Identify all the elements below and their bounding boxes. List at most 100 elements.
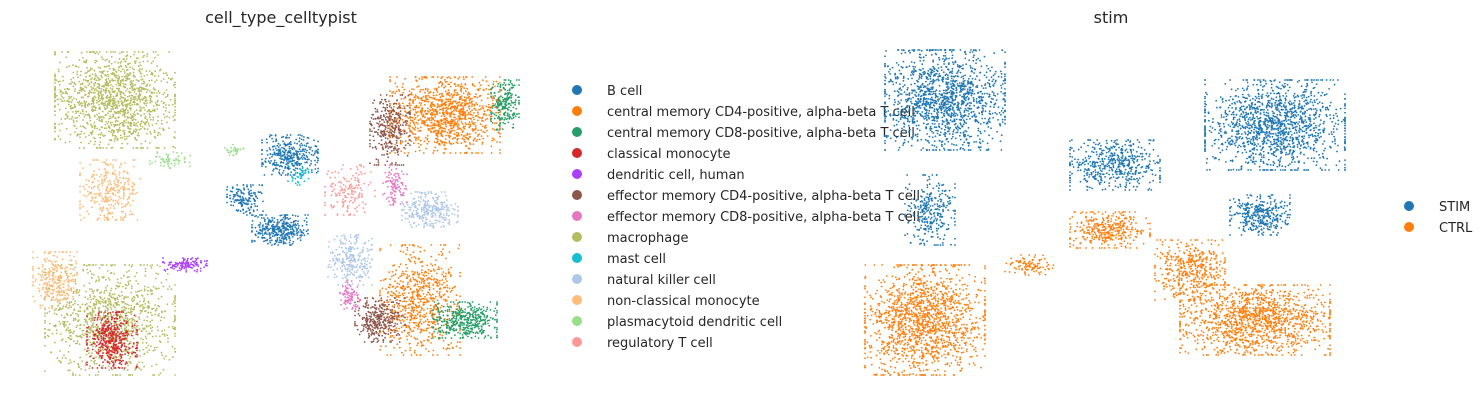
scatter-point xyxy=(135,294,138,297)
scatter-point xyxy=(238,202,240,205)
scatter-point xyxy=(109,342,112,344)
scatter-point xyxy=(139,147,142,149)
scatter-point xyxy=(46,257,48,260)
scatter-point xyxy=(112,365,114,367)
scatter-point xyxy=(132,96,135,99)
scatter-point xyxy=(154,304,157,306)
scatter-point xyxy=(297,225,300,227)
scatter-point xyxy=(42,276,45,279)
scatter-point xyxy=(97,333,100,335)
scatter-point xyxy=(136,341,138,344)
scatter-point xyxy=(145,337,148,340)
scatter-point xyxy=(61,267,64,270)
scatter-point xyxy=(295,224,298,227)
scatter-point xyxy=(118,195,121,198)
scatter-point xyxy=(124,79,127,82)
scatter-point xyxy=(122,82,125,85)
scatter-point xyxy=(291,242,294,245)
scatter-point xyxy=(158,92,161,95)
scatter-point xyxy=(282,161,285,164)
scatter-point xyxy=(54,52,56,55)
scatter-point xyxy=(126,334,129,337)
scatter-point xyxy=(317,148,319,151)
scatter-point xyxy=(123,334,126,337)
scatter-point xyxy=(93,105,95,107)
scatter-point xyxy=(166,74,169,77)
scatter-point xyxy=(115,83,118,86)
scatter-point xyxy=(125,106,128,109)
scatter-point xyxy=(128,264,131,266)
scatter-point xyxy=(107,192,110,195)
scatter-point xyxy=(279,144,282,147)
scatter-point xyxy=(118,316,121,318)
scatter-point xyxy=(86,51,88,53)
scatter-point xyxy=(103,219,106,221)
scatter-point xyxy=(97,100,100,103)
scatter-point xyxy=(88,367,91,370)
scatter-point xyxy=(130,310,133,313)
scatter-point xyxy=(127,62,130,65)
scatter-point xyxy=(51,298,54,301)
scatter-point xyxy=(302,229,305,231)
scatter-point xyxy=(271,155,273,158)
scatter-point xyxy=(75,120,78,123)
scatter-point xyxy=(281,222,284,225)
scatter-point xyxy=(108,110,110,113)
scatter-point xyxy=(88,191,91,194)
scatter-point xyxy=(187,264,190,266)
scatter-point xyxy=(121,108,124,110)
scatter-point xyxy=(70,259,73,262)
scatter-point xyxy=(174,374,176,376)
scatter-point xyxy=(477,129,479,132)
scatter-point xyxy=(276,149,278,152)
scatter-point xyxy=(113,90,116,93)
scatter-point xyxy=(78,147,81,149)
scatter-point xyxy=(122,125,125,128)
scatter-point xyxy=(98,311,101,313)
scatter-point xyxy=(265,138,268,141)
scatter-point xyxy=(70,83,72,85)
scatter-point xyxy=(109,121,112,124)
scatter-point xyxy=(307,232,309,235)
scatter-point xyxy=(129,279,132,282)
scatter-point xyxy=(68,95,70,98)
scatter-point xyxy=(288,241,291,244)
scatter-point xyxy=(251,226,253,229)
scatter-point xyxy=(57,304,59,307)
scatter-point xyxy=(104,92,107,94)
scatter-point xyxy=(96,367,99,369)
scatter-point xyxy=(83,216,86,219)
scatter-point xyxy=(148,125,151,127)
scatter-point xyxy=(137,51,140,53)
scatter-point xyxy=(184,161,186,164)
scatter-point xyxy=(113,180,116,182)
scatter-point xyxy=(178,261,181,264)
scatter-point xyxy=(123,183,126,186)
scatter-point xyxy=(294,167,297,170)
scatter-point xyxy=(103,161,106,164)
scatter-point xyxy=(112,314,115,317)
scatter-point xyxy=(99,133,102,136)
scatter-point xyxy=(267,160,270,163)
scatter-point xyxy=(89,344,92,346)
scatter-point xyxy=(119,52,121,55)
scatter-point xyxy=(88,335,91,338)
scatter-point xyxy=(305,155,308,157)
scatter-point xyxy=(115,336,117,338)
scatter-point xyxy=(73,330,75,333)
scatter-point xyxy=(177,155,180,158)
scatter-point xyxy=(90,176,93,179)
scatter-point xyxy=(122,104,124,107)
scatter-point xyxy=(67,351,70,353)
scatter-point xyxy=(140,310,143,313)
scatter-point xyxy=(119,353,122,356)
scatter-point xyxy=(123,131,126,134)
scatter-point xyxy=(104,309,107,311)
scatter-point xyxy=(96,341,98,344)
scatter-point xyxy=(135,128,137,131)
scatter-point xyxy=(78,80,81,83)
scatter-point xyxy=(62,97,65,100)
scatter-point xyxy=(261,232,263,235)
scatter-point xyxy=(91,367,94,369)
scatter-point xyxy=(167,165,170,167)
